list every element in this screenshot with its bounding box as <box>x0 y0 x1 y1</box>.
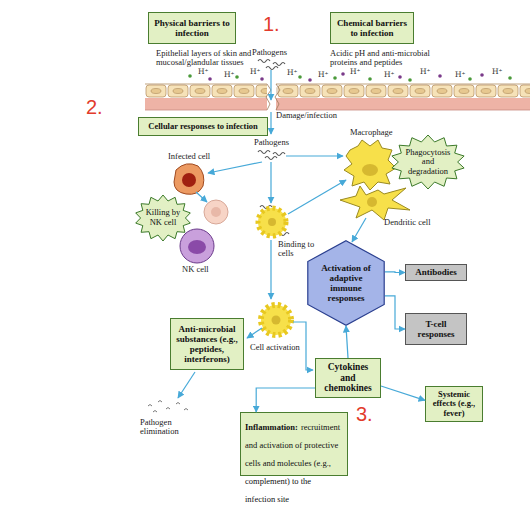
barrier-box: Physical barriers to infection <box>148 12 236 44</box>
callout-number: 3. <box>356 404 373 424</box>
text-label: Dendritic cell <box>384 218 431 227</box>
ion-label: H⁺ <box>384 71 395 79</box>
node-title: Cellular responses to infection <box>148 122 257 132</box>
macrophage <box>344 140 396 190</box>
hexagon-shape <box>308 241 384 325</box>
nk-cell <box>180 229 214 263</box>
node-title: Chemical barriers to infection <box>334 18 410 38</box>
node-title: T-cell responses <box>409 319 463 339</box>
response-box: Inflammation:recruitment and activation … <box>240 412 348 476</box>
text-label: Epithelial layers of skin and mucosal/gl… <box>156 49 260 68</box>
connector-arrow <box>385 296 405 329</box>
outcome-box: Antibodies <box>405 264 467 281</box>
node-title: Phagocytosis and degradation <box>404 148 452 177</box>
node-title: Killing by NK cell <box>144 208 182 227</box>
node-title: Activation of adaptive immune responses <box>316 263 376 303</box>
ion-label: H⁺ <box>198 68 209 76</box>
connector-arrow <box>346 326 348 358</box>
response-box: Anti-microbial substances (e.g., peptide… <box>170 318 244 370</box>
node-title: Systemic effects (e.g., fever) <box>429 390 479 419</box>
text-label: NK cell <box>182 265 209 274</box>
text-label: Infected cell <box>168 152 210 161</box>
section-box: Cellular responses to infection <box>138 117 268 136</box>
node-title: Antibodies <box>415 267 457 277</box>
callout-number: 2. <box>86 97 103 117</box>
node-title: Physical barriers to infection <box>152 18 232 38</box>
process-burst: Phagocytosis and degradation <box>390 134 466 190</box>
text-label: Damage/infection <box>276 111 337 120</box>
node-text: recruitment and activation of protective… <box>245 422 340 504</box>
ion-label: H⁺ <box>250 68 261 76</box>
text-label: Pathogens <box>252 48 287 57</box>
binding-cell <box>258 208 286 236</box>
burst-shape <box>392 135 464 189</box>
text-label: Acidic pH and anti-microbial proteins an… <box>330 49 430 68</box>
dendritic-cell <box>340 186 410 220</box>
outcome-box: T-cell responses <box>405 313 467 345</box>
callout-number: 1. <box>263 14 280 34</box>
ion-label: H⁺ <box>350 68 361 76</box>
text-label: Binding to cells <box>278 240 318 259</box>
burst-shape <box>136 195 191 241</box>
ion-label: H⁺ <box>420 68 431 76</box>
dying-cell <box>204 200 228 224</box>
infected-cell <box>174 164 204 195</box>
ion-label: H⁺ <box>318 71 329 79</box>
ion-label: H⁺ <box>287 69 298 77</box>
node-title: Inflammation: <box>245 422 298 432</box>
epithelium <box>145 84 530 110</box>
barrier-box: Chemical barriers to infection <box>330 12 414 44</box>
process-burst: Killing by NK cell <box>134 194 192 242</box>
node-title: Anti-microbial substances (e.g., peptide… <box>174 324 240 364</box>
ion-label: H⁺ <box>492 68 503 76</box>
response-box: Systemic effects (e.g., fever) <box>425 386 483 422</box>
text-label: Pathogen elimination <box>140 418 202 437</box>
response-box: Cytokines and chemokines <box>315 358 381 398</box>
text-label: Pathogens <box>254 138 289 147</box>
ion-label: H⁺ <box>455 71 466 79</box>
connector-arrow <box>256 388 315 412</box>
connector-arrow <box>381 386 425 400</box>
activation-hexagon: Activation of adaptive immune responses <box>307 240 385 326</box>
text-label: Macrophage <box>350 128 392 137</box>
ion-label: H⁺ <box>224 71 235 79</box>
connector-arrow <box>385 271 405 273</box>
node-title: Cytokines and chemokines <box>319 362 377 394</box>
text-label: Cell activation <box>250 343 300 352</box>
activated-cell <box>261 305 291 335</box>
